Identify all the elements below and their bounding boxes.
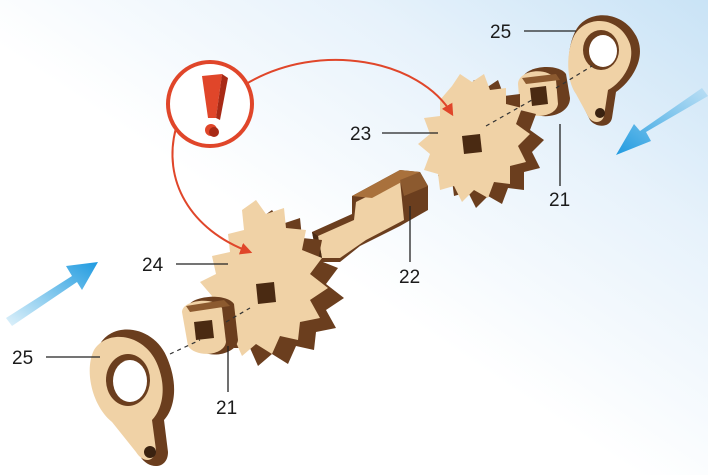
spacer-part-bottom xyxy=(182,297,238,355)
exclamation-warning-icon xyxy=(168,62,252,146)
spacer-part-top xyxy=(518,67,570,116)
callout-spacer-top: 21 xyxy=(549,190,570,211)
callout-ring-top: 25 xyxy=(490,22,511,43)
callout-gear-bottom: 24 xyxy=(142,255,164,276)
callout-spacer-bottom: 21 xyxy=(216,398,237,419)
callout-gear-top: 23 xyxy=(350,124,371,145)
callout-shaft: 22 xyxy=(399,267,420,288)
callout-ring-bottom: 25 xyxy=(12,348,33,369)
